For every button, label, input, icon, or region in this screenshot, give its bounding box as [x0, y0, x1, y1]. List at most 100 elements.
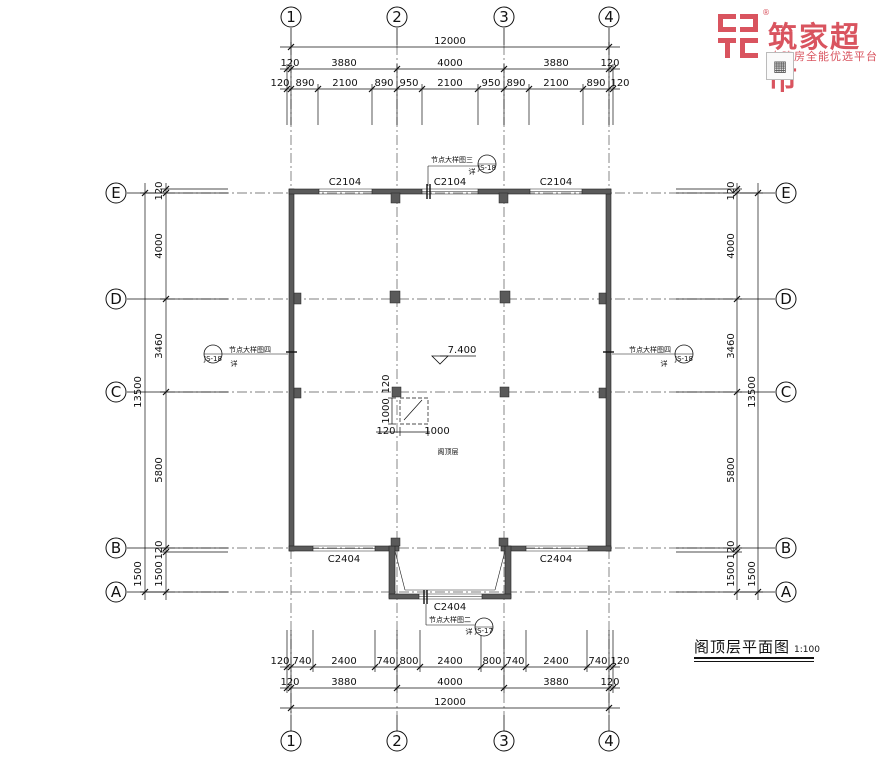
wall-section-marks	[286, 184, 614, 604]
axis-label-b-right: B	[781, 539, 791, 557]
title-underline-thin	[694, 661, 814, 662]
left-bay-1: 4000	[154, 233, 165, 258]
top-opening-3: 890	[374, 78, 393, 89]
axis-label-1-bottom: 1	[286, 732, 296, 750]
axis-label-4-bottom: 4	[604, 732, 614, 750]
top-opening-8: 2100	[543, 78, 568, 89]
left-bay-4-inner: 1500	[154, 561, 165, 586]
left-bay-2: 3460	[154, 333, 165, 358]
right-bay-3: 5800	[726, 457, 737, 482]
left-dimension-ticks	[141, 185, 170, 596]
drawing-title: 阁顶层平面图	[694, 638, 791, 656]
top-dimension-texts: 12000 120 3880 4000 3880 120 120 890 210…	[270, 36, 629, 89]
right-bay-1: 4000	[726, 233, 737, 258]
right-bay-4-outer: 1500	[747, 561, 758, 586]
hatch-dim-offset-x: 120	[376, 426, 395, 437]
top-opening-0: 120	[270, 78, 289, 89]
detail-right-note: 详	[661, 359, 668, 368]
bottom-dimension-texts: 120 740 2400 740 800 2400 800 740 2400 7…	[270, 656, 629, 708]
exterior-walls	[288, 188, 612, 600]
axis-label-a-right: A	[781, 583, 792, 601]
columns	[293, 192, 607, 547]
bottom-opening-9: 740	[588, 656, 607, 667]
top-opening-10: 120	[610, 78, 629, 89]
window-label-bay: C2404	[434, 602, 466, 613]
axis-label-e-left: E	[111, 184, 120, 202]
detail-top-note: 详	[469, 167, 476, 176]
bottom-dimension-ticks	[283, 663, 617, 712]
hatch-dim-offset-y: 120	[381, 374, 392, 393]
top-opening-7: 890	[506, 78, 525, 89]
brand-slogan: 自建房全能优选平台	[770, 50, 878, 63]
elevation-value: 7.400	[448, 345, 477, 356]
axis-label-3-bottom: 3	[499, 732, 509, 750]
axis-bubbles-top: 1 2 3 4	[280, 6, 620, 45]
window-label-top-3: C2104	[540, 177, 572, 188]
axis-label-2-top: 2	[392, 8, 402, 26]
title-underline	[694, 657, 814, 659]
bottom-bay-2: 4000	[437, 677, 462, 688]
top-dimension-ticks	[283, 43, 617, 93]
bottom-opening-3: 740	[376, 656, 395, 667]
bottom-opening-5: 2400	[437, 656, 462, 667]
elevation-marker: 7.400	[431, 345, 477, 365]
right-offset-bottom: 120	[726, 540, 737, 559]
top-opening-2: 2100	[332, 78, 357, 89]
detail-callout-bottom: 节点大样图二 详 JS-17	[425, 604, 494, 637]
detail-top-label: 节点大样图三	[431, 155, 473, 164]
axis-label-2-bottom: 2	[392, 732, 402, 750]
left-offset-top: 120	[154, 181, 165, 200]
axis-label-4-top: 4	[604, 8, 614, 26]
window-label-bottom-2: C2404	[540, 554, 572, 565]
detail-bottom-note: 详	[466, 627, 473, 636]
right-dimension-texts: 13500 120 4000 3460 5800 120 1500 1500	[726, 181, 758, 586]
roof-hatch-dims: 1000 120 120 1000	[376, 374, 449, 437]
grid-icon[interactable]: ▦	[766, 52, 794, 80]
top-opening-5: 2100	[437, 78, 462, 89]
detail-bottom-code: JS-17	[474, 627, 493, 635]
room-label: 阁顶层	[438, 447, 459, 456]
axis-grid-lines	[165, 45, 740, 715]
bottom-overall-dim: 12000	[434, 697, 466, 708]
bottom-offset-left: 120	[280, 677, 299, 688]
top-bay-1: 3880	[331, 58, 356, 69]
axis-label-c-right: C	[781, 383, 791, 401]
detail-callout-right: 节点大样图四 详 JS-18	[612, 344, 694, 368]
top-offset-right: 120	[600, 58, 619, 69]
bottom-opening-8: 2400	[543, 656, 568, 667]
bottom-opening-10: 120	[610, 656, 629, 667]
bottom-opening-7: 740	[505, 656, 524, 667]
bottom-bay-3: 3880	[543, 677, 568, 688]
brand-logo-icon	[718, 14, 758, 58]
window-openings	[313, 188, 588, 600]
left-overall-dim: 13500	[133, 376, 144, 408]
axis-bubbles-right: E D C B A	[740, 182, 797, 603]
detail-top-code: JS-18	[477, 164, 496, 172]
bottom-offset-right: 120	[600, 677, 619, 688]
axis-label-3-top: 3	[499, 8, 509, 26]
axis-label-b-left: B	[111, 539, 121, 557]
top-opening-4: 950	[399, 78, 418, 89]
hatch-dim-w: 1000	[424, 426, 449, 437]
brand-logo: ® 筑家超市 自建房全能优选平台	[716, 8, 888, 96]
axis-label-c-left: C	[111, 383, 121, 401]
detail-left-note: 详	[231, 359, 238, 368]
roof-hatch	[376, 397, 430, 436]
top-opening-9: 890	[586, 78, 605, 89]
axis-label-d-right: D	[780, 290, 792, 308]
bottom-dimension-lines	[280, 630, 620, 713]
axis-bubbles-bottom: 1 2 3 4	[280, 715, 620, 752]
left-dimension-texts: 13500 120 4000 3460 5800 120 1500 1500	[133, 181, 165, 586]
top-bay-3: 3880	[543, 58, 568, 69]
bottom-opening-2: 2400	[331, 656, 356, 667]
axis-bubbles-left: E D C B A	[105, 182, 165, 603]
bottom-bay-1: 3880	[331, 677, 356, 688]
hatch-dim-h: 1000	[381, 398, 392, 423]
top-dimension-lines	[280, 42, 620, 125]
detail-right-code: JS-18	[674, 355, 693, 363]
window-label-top-1: C2104	[329, 177, 361, 188]
window-labels: C2104 C2104 C2104 C2404 C2404 C2404	[328, 177, 572, 613]
axis-label-e-right: E	[781, 184, 790, 202]
